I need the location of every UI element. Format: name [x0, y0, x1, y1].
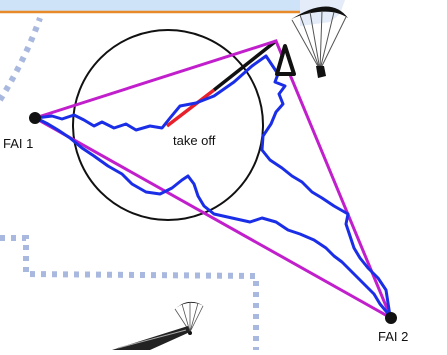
- dotted-boundary: [0, 18, 256, 350]
- fai1-label: FAI 1: [3, 136, 33, 151]
- fai2-turnpoint: [385, 312, 397, 324]
- takeoff-label: take off: [173, 133, 216, 148]
- fai1-turnpoint: [29, 112, 41, 124]
- start-line-red: [167, 90, 214, 126]
- fai2-label: FAI 2: [378, 329, 408, 344]
- banner: [0, 0, 312, 12]
